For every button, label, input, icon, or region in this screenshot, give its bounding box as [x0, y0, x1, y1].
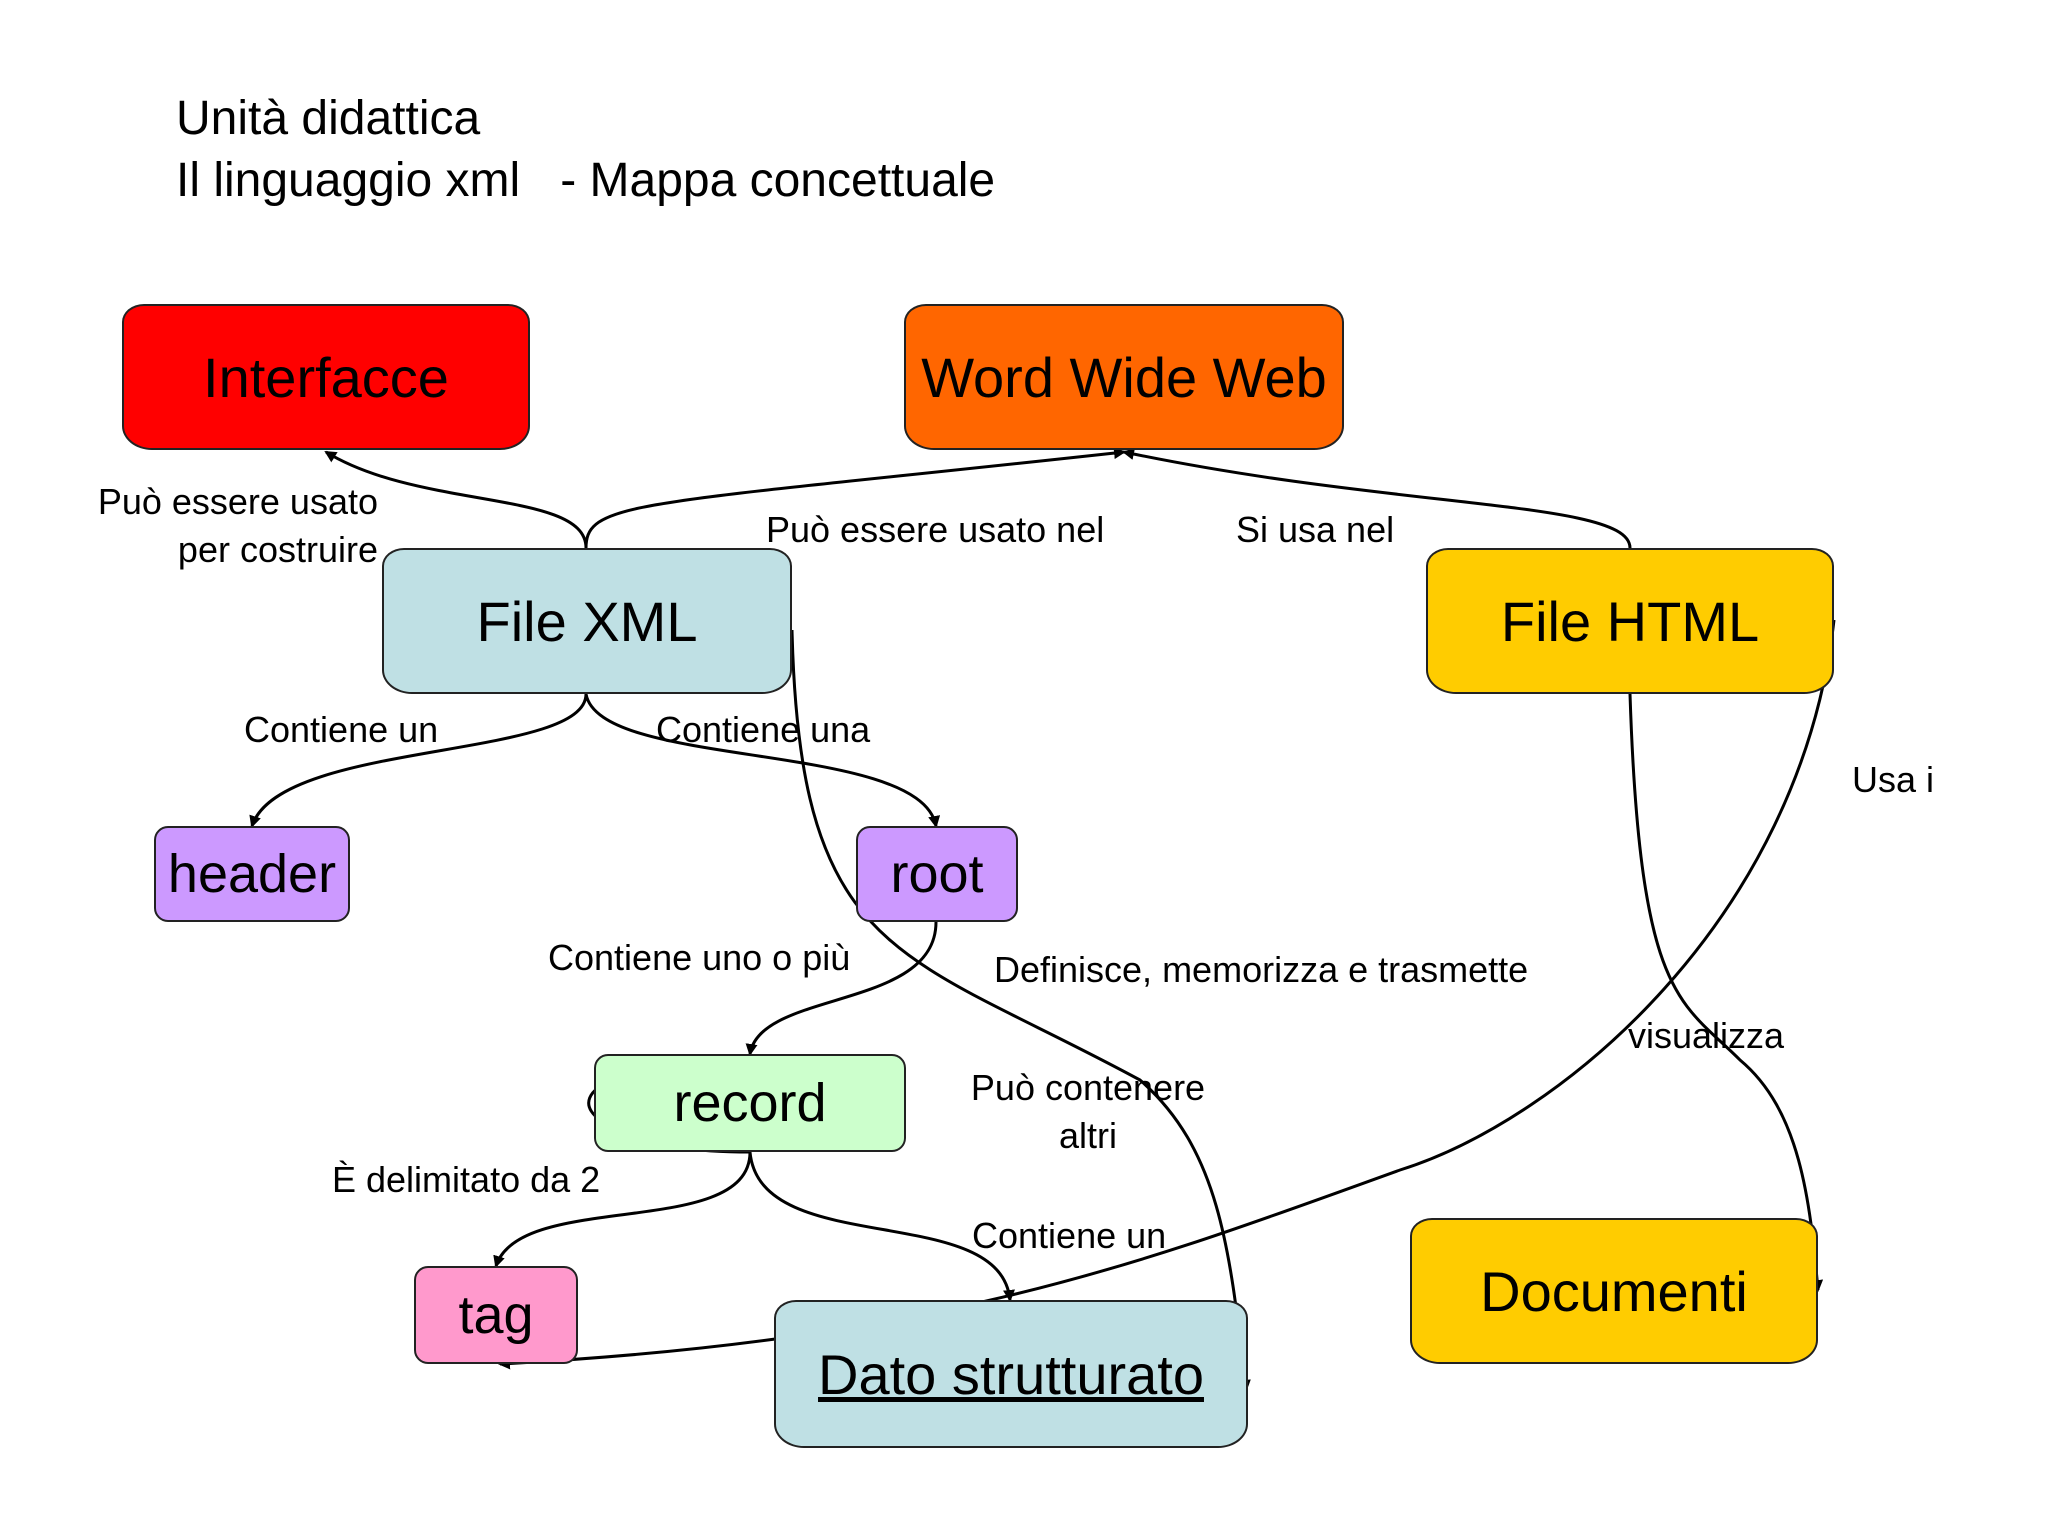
link-label-contiene-una: Contiene una — [656, 709, 871, 750]
link-label-puo-essere-usato-line1: Può essere usato — [97, 481, 378, 522]
edge-record-dato — [748, 1151, 1015, 1302]
node-file-html-label: File HTML — [1500, 589, 1760, 653]
node-dato-strutturato: Dato strutturato — [774, 1300, 1248, 1448]
node-www-label: Word Wide Web — [921, 345, 1327, 409]
link-label-visualizza: visualizza — [1628, 1015, 1785, 1056]
node-record-label: record — [673, 1073, 827, 1133]
link-label-usa-i: Usa i — [1852, 759, 1935, 800]
link-label-puo-essere-usato-line2: per costruire — [177, 529, 378, 570]
node-tag: tag — [414, 1266, 578, 1364]
node-documenti: Documenti — [1410, 1218, 1818, 1364]
node-root-label: root — [890, 844, 984, 904]
link-label-usato-nel: Può essere usato nel — [766, 509, 1105, 550]
link-label-contiene-un-dato: Contiene un — [972, 1215, 1167, 1256]
node-record: record — [594, 1054, 906, 1152]
node-documenti-label: Documenti — [1480, 1259, 1748, 1323]
node-root: root — [856, 826, 1018, 922]
edge-filehtml-documenti — [1628, 693, 1824, 1292]
node-interfacce-label: Interfacce — [203, 345, 449, 409]
node-www: Word Wide Web — [904, 304, 1344, 450]
link-label-definisce: Definisce, memorizza e trasmette — [994, 949, 1529, 990]
link-label-puo-contenere: Può contenere altri — [952, 1064, 1224, 1160]
link-label-contiene-un-header: Contiene un — [244, 709, 439, 750]
node-tag-label: tag — [458, 1285, 534, 1345]
node-file-xml: File XML — [382, 548, 792, 694]
node-dato-strutturato-label: Dato strutturato — [818, 1342, 1204, 1406]
title-line-1: Unità didattica — [176, 92, 481, 145]
node-file-xml-label: File XML — [476, 589, 698, 653]
link-label-puo-contenere-line2: altri — [1058, 1115, 1117, 1156]
node-header: header — [154, 826, 350, 922]
link-label-si-usa-nel: Si usa nel — [1236, 509, 1395, 550]
node-file-html: File HTML — [1426, 548, 1834, 694]
link-label-puo-contenere-line1: Può contenere — [970, 1067, 1206, 1108]
link-label-puo-essere-usato: Può essere usato per costruire — [58, 478, 378, 574]
link-label-contiene-uno-o-piu: Contiene uno o più — [548, 937, 851, 978]
node-interfacce: Interfacce — [122, 304, 530, 450]
link-label-delimitato: È delimitato da 2 — [332, 1159, 601, 1200]
title-line-2: Il linguaggio xml - Mappa concettuale — [176, 154, 996, 207]
node-header-label: header — [167, 844, 337, 904]
page-title: Unità didattica Il linguaggio xml - Mapp… — [176, 88, 995, 212]
